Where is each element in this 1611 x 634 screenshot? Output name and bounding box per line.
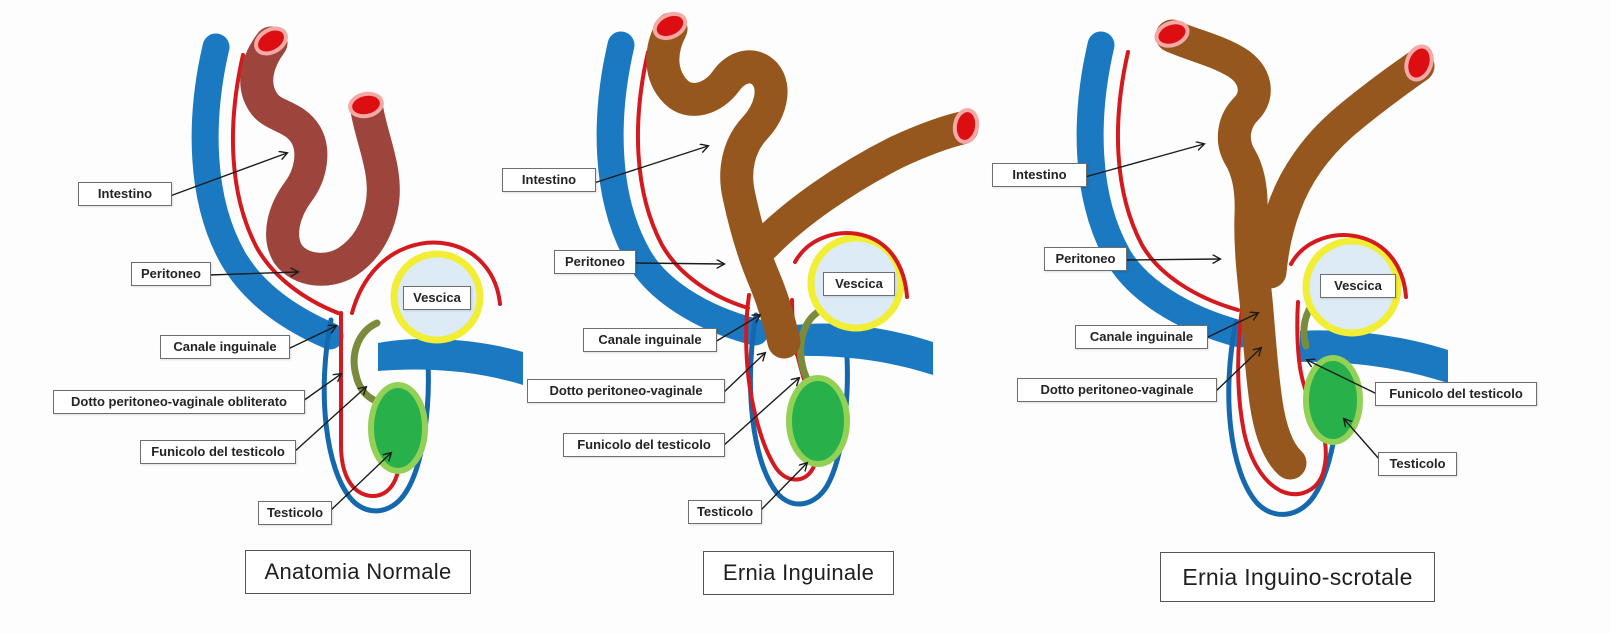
arrow-canale xyxy=(1205,313,1258,339)
pubic-bone-shape xyxy=(378,338,523,385)
label-testicolo: Testicolo xyxy=(688,500,762,524)
label-peritoneo: Peritoneo xyxy=(554,250,636,274)
arrow-intestino xyxy=(1084,144,1204,178)
label-testicolo: Testicolo xyxy=(1378,452,1457,476)
arrow-funicolo xyxy=(722,378,799,447)
label-intestino: Intestino xyxy=(502,168,596,192)
label-funicolo: Funicolo del testicolo xyxy=(140,440,296,464)
arrow-peritoneo xyxy=(1124,259,1220,260)
peritoneum-line-shape xyxy=(635,50,750,310)
testicle-shape xyxy=(1303,355,1363,445)
intestine-opening-icon xyxy=(1404,44,1434,82)
arrow-testicolo xyxy=(329,453,391,512)
arrow-dotto xyxy=(1214,348,1261,393)
testicle-shape xyxy=(786,375,850,467)
pubic-bone-shape xyxy=(795,323,933,375)
intestine-opening-icon xyxy=(254,26,288,56)
intestine-opening-icon xyxy=(952,108,980,144)
label-canale-inguinale: Canale inguinale xyxy=(583,328,717,352)
arrow-funicolo xyxy=(1307,360,1378,395)
panel-anatomia-normale xyxy=(169,26,523,514)
abdominal-wall-shape xyxy=(191,33,344,350)
intestine-opening-icon xyxy=(652,11,688,41)
intestine-opening-icon xyxy=(1154,20,1190,48)
intestine-arm-shape xyxy=(1253,49,1435,289)
abdominal-wall-shape xyxy=(596,31,769,346)
hernia-sac-shape xyxy=(1236,298,1328,497)
arrow-peritoneo xyxy=(633,263,724,264)
intestine-shape xyxy=(646,12,801,359)
intestine-shape xyxy=(240,26,400,286)
arrow-dotto xyxy=(302,374,341,402)
label-peritoneo: Peritoneo xyxy=(131,262,211,286)
label-intestino: Intestino xyxy=(78,182,172,206)
label-dotto-peritoneo-vaginale: Dotto peritoneo-vaginale xyxy=(527,379,725,403)
intestine-opening-icon xyxy=(348,91,384,119)
peritoneum-arc-shape xyxy=(793,231,909,299)
arrow-peritoneo xyxy=(208,272,298,275)
label-testicolo: Testicolo xyxy=(258,501,332,525)
arrow-testicolo xyxy=(1344,419,1381,461)
label-intestino: Intestino xyxy=(992,163,1087,187)
label-dotto-peritoneo-vaginale: Dotto peritoneo-vaginale obliterato xyxy=(53,390,305,414)
arrow-canale xyxy=(714,315,760,343)
peritoneum-arc-shape xyxy=(1289,233,1408,299)
panel-ernia-inguinale xyxy=(593,11,980,512)
peritoneum-line-shape xyxy=(1115,50,1240,312)
panel-ernia-inguino-scrotale xyxy=(1076,19,1448,517)
panel-title: Ernia Inguinale xyxy=(703,551,894,595)
peritoneum-line-shape xyxy=(230,53,340,315)
spermatic-cord-shape xyxy=(350,319,381,404)
panel-title: Anatomia Normale xyxy=(245,550,471,594)
intestine-arm-shape xyxy=(747,111,979,262)
label-vescica: Vescica xyxy=(1320,274,1396,298)
label-funicolo: Funicolo del testicolo xyxy=(563,433,725,457)
label-dotto-peritoneo-vaginale: Dotto peritoneo-vaginale xyxy=(1017,378,1217,402)
arrow-intestino xyxy=(593,146,708,184)
label-peritoneo: Peritoneo xyxy=(1044,247,1127,271)
arrow-testicolo xyxy=(759,463,807,512)
pubic-bone-shape xyxy=(1300,330,1448,383)
label-canale-inguinale: Canale inguinale xyxy=(1075,325,1208,349)
arrow-funicolo xyxy=(293,387,366,453)
testicle-shape xyxy=(368,382,428,474)
label-vescica: Vescica xyxy=(403,286,471,310)
panel-title: Ernia Inguino-scrotale xyxy=(1160,552,1435,602)
label-funicolo: Funicolo del testicolo xyxy=(1375,382,1537,406)
peritoneum-arc-shape xyxy=(350,240,502,315)
label-vescica: Vescica xyxy=(823,272,895,296)
intestine-shape xyxy=(1155,19,1307,480)
arrow-dotto xyxy=(722,353,765,394)
arrow-intestino xyxy=(169,153,287,197)
abdominal-wall-shape xyxy=(1076,31,1254,348)
arrow-canale xyxy=(287,326,336,350)
label-canale-inguinale: Canale inguinale xyxy=(160,335,290,359)
